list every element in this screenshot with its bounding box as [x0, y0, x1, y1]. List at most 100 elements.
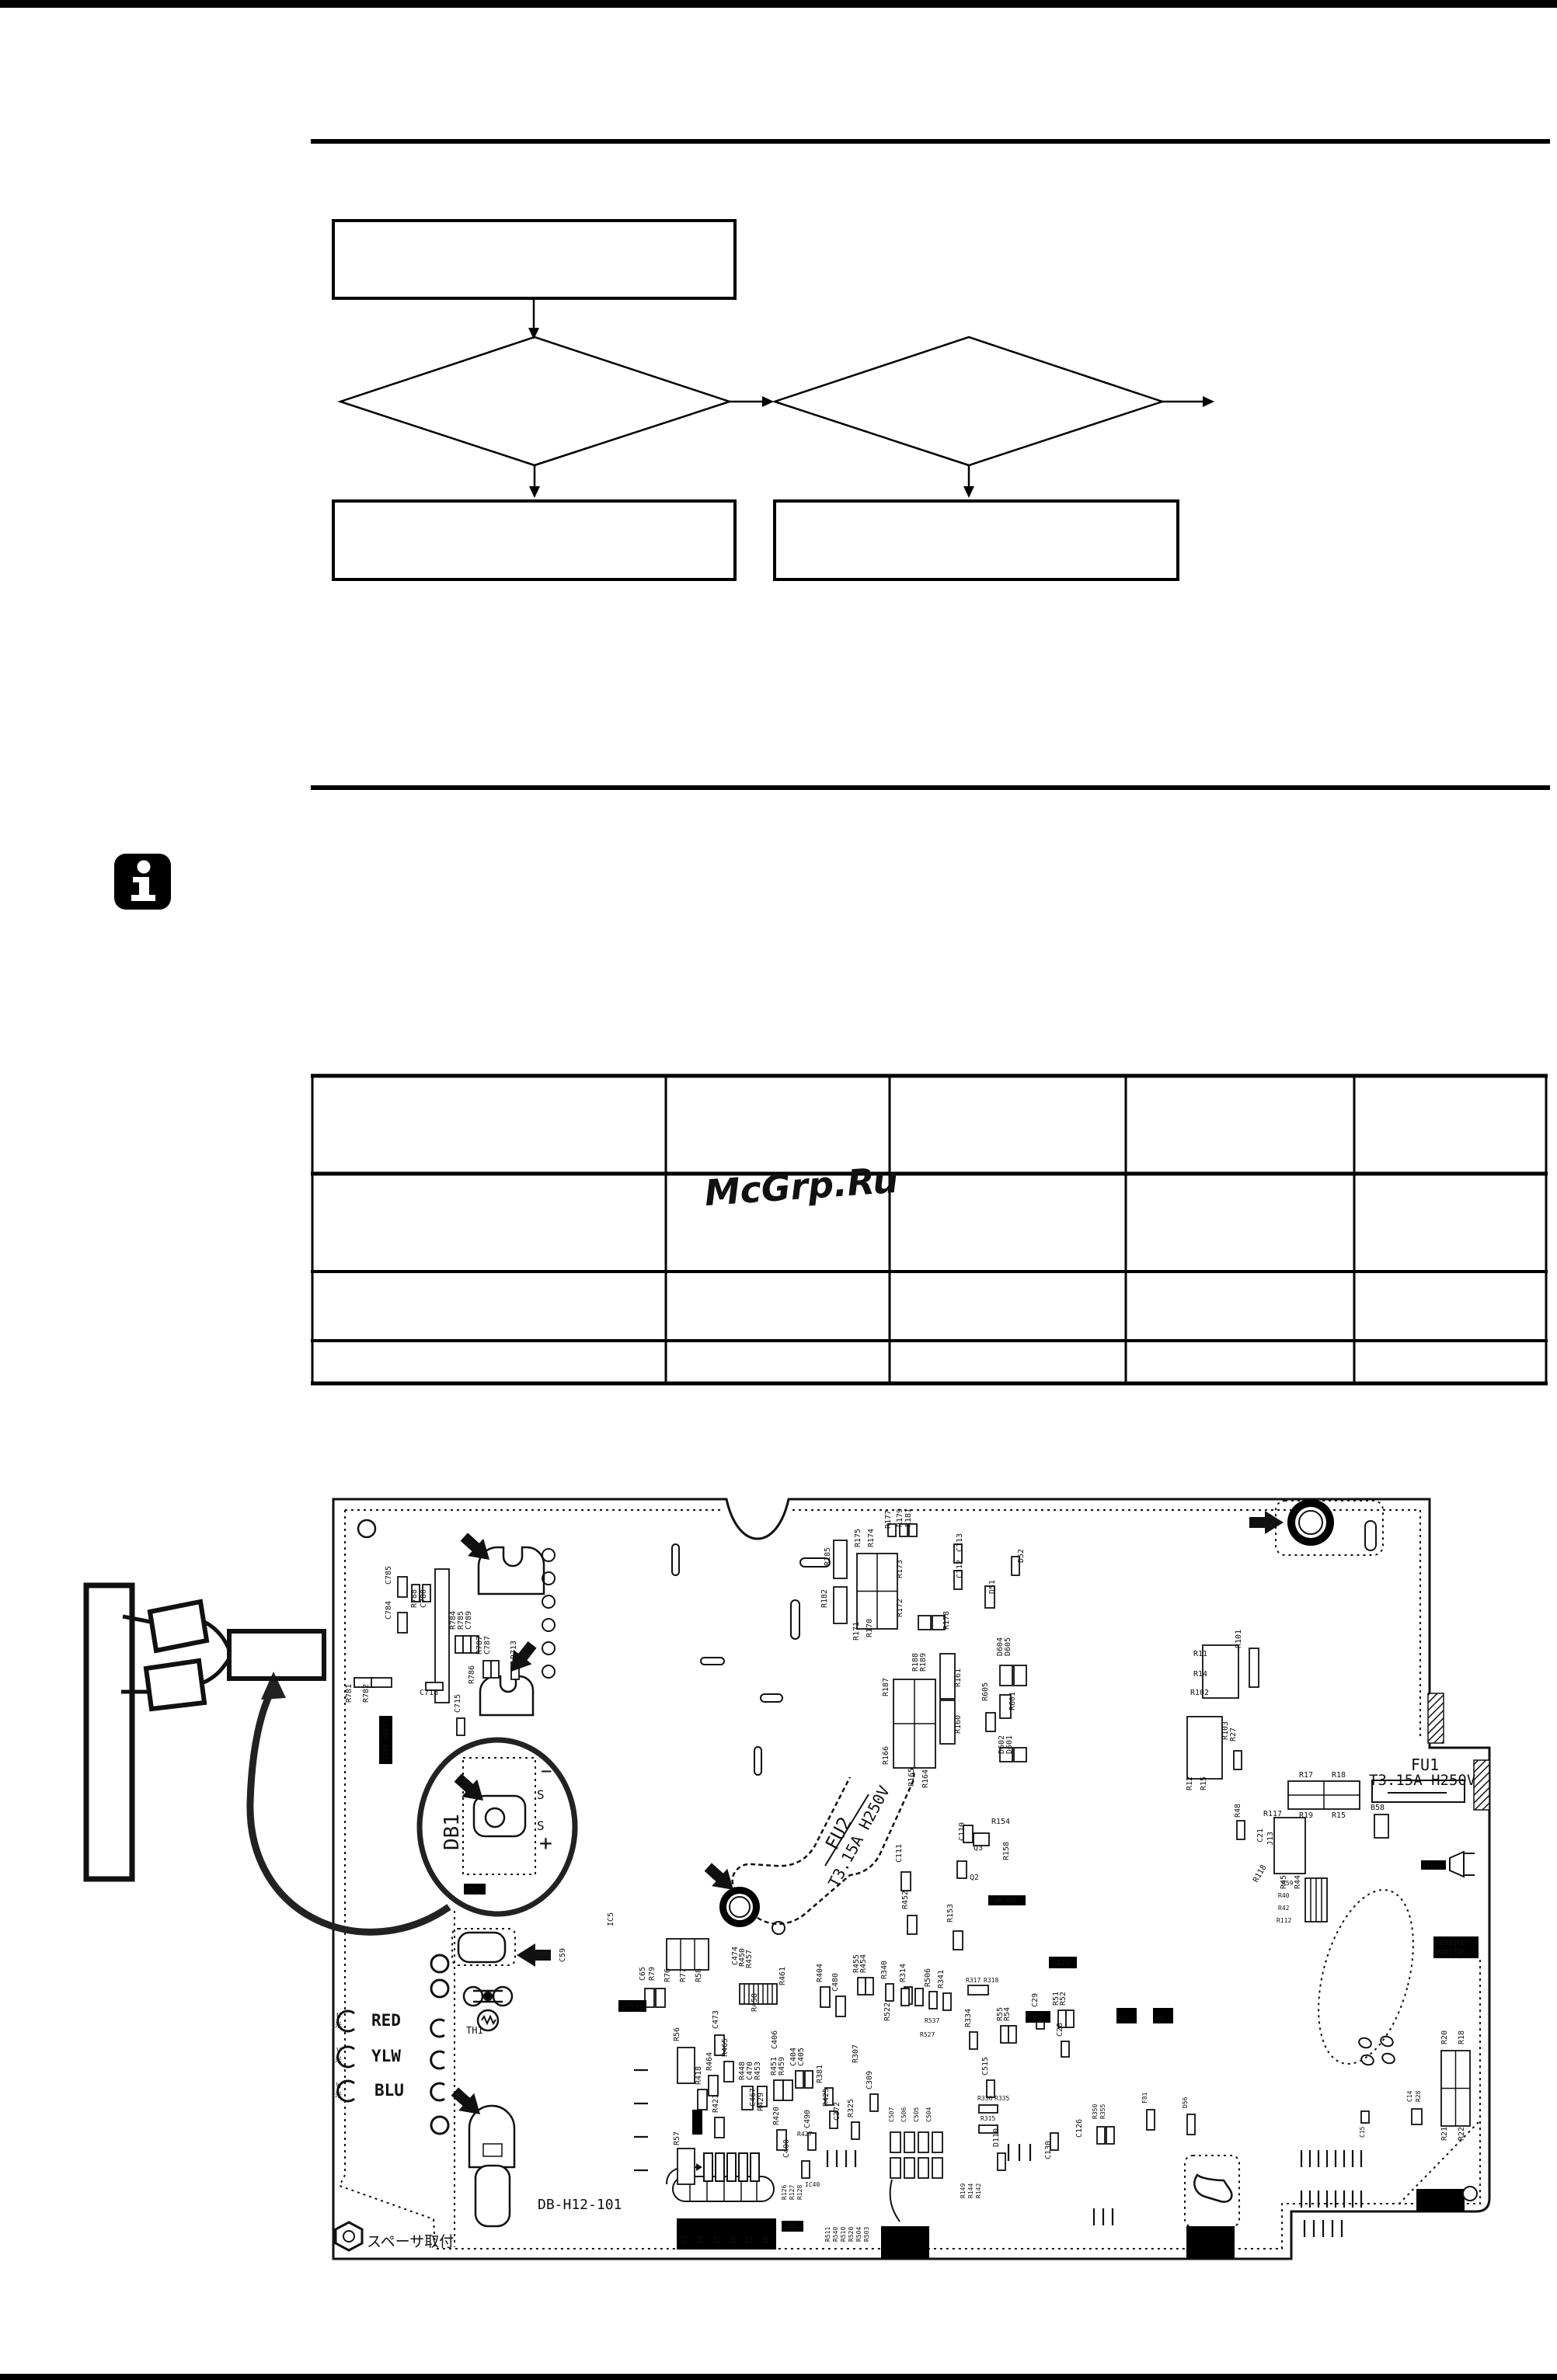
pcb-label: R540	[832, 2227, 839, 2242]
pcb-label: R158	[1002, 1842, 1011, 1860]
pcb-label: C405	[797, 2048, 806, 2066]
pcb-label: C15	[1359, 2126, 1366, 2138]
pcb-label: C480	[831, 1973, 840, 1992]
pcb-label: R450	[738, 1948, 747, 1967]
pcb-label: C507	[888, 2107, 895, 2122]
pcb-label: R177	[884, 1510, 893, 1529]
pcb-label: C785	[385, 1566, 393, 1585]
pcb-label: R786	[468, 1665, 476, 1684]
pcb-label: C113	[956, 1533, 964, 1552]
pcb-label: R522	[883, 2002, 892, 2021]
pcb-label: R44	[1294, 1875, 1302, 1889]
pcb-label: R57	[673, 2131, 681, 2145]
pcb-label: R404	[816, 1964, 824, 1982]
phase-pin-label: U	[336, 2012, 341, 2020]
callout-curved-arrow	[246, 1685, 451, 1936]
pcb-label: R458	[751, 1993, 759, 2012]
pcb-label: C65	[639, 1967, 647, 1981]
pcb-label: C504	[925, 2107, 932, 2122]
down-arrow-icon	[528, 328, 539, 339]
pcb-label: R142	[975, 2183, 982, 2198]
svg-text:S: S	[537, 1818, 545, 1833]
pcb-label: R117	[1263, 1810, 1282, 1818]
pcb-label: R154	[991, 1818, 1010, 1826]
led-horn-icon	[1449, 1850, 1475, 1878]
flowchart-decision-1	[337, 336, 733, 467]
pcb-label: C789	[465, 1611, 473, 1630]
pcb-label: R341	[937, 1970, 946, 1989]
black-arrow-icon	[517, 1943, 551, 1967]
down-arrow-icon	[963, 486, 974, 498]
pcb-label: C505	[913, 2107, 920, 2122]
pcb-badge: LED3	[1423, 1861, 1438, 1868]
pcb-label: C715	[454, 1694, 462, 1713]
pcb-label: R160	[954, 1715, 963, 1734]
pcb-label: R314	[899, 1964, 907, 1982]
pcb-label: J13	[1266, 1832, 1275, 1846]
pcb-label: R51	[1052, 1992, 1061, 2006]
pcb-label: R20	[1440, 2030, 1449, 2044]
wire-pads	[336, 1954, 450, 2135]
pcb-label: D56	[1182, 2096, 1189, 2108]
flowchart-result-box-2	[773, 499, 1179, 581]
pcb-label: R465	[721, 2038, 730, 2057]
pcb-label: R511	[824, 2227, 831, 2242]
pcb-label: R601	[1008, 1692, 1017, 1710]
black-arrow-icon	[1249, 1511, 1284, 1534]
pcb-label: R427	[797, 2131, 812, 2138]
pcb-label: Q3	[974, 1844, 983, 1853]
pcb-label: C28	[1056, 2023, 1064, 2037]
pcb-label: R54	[1003, 2007, 1012, 2021]
spacer-note-label: スペーサ取付	[367, 2233, 454, 2250]
pcb-label: R325	[847, 2099, 855, 2117]
pcb-label: C130	[1044, 2141, 1053, 2159]
pcb-label: R22	[1458, 2127, 1466, 2141]
pcb-label: R58	[695, 1968, 703, 1982]
info-icon	[114, 854, 171, 910]
fuse1-body	[1371, 1780, 1465, 1803]
pcb-label: R787	[475, 1636, 484, 1655]
pcb-label: C126	[1075, 2119, 1084, 2138]
svg-text:−: −	[541, 1760, 552, 1782]
pcb-label: R340	[880, 1961, 889, 1979]
pcb-label: R315	[981, 2115, 995, 2122]
jumper-label: J6	[730, 2236, 738, 2245]
pcb-label: R28	[1415, 2090, 1422, 2102]
pcb-label: IC5	[607, 1912, 615, 1926]
pcb-label: R76	[664, 1968, 672, 1982]
watermark-text: McGrp.Ru	[703, 1159, 900, 1214]
jumper-strip	[677, 2218, 776, 2250]
pcb-label: R118	[1252, 1863, 1269, 1884]
pcb-label: R102	[1190, 1689, 1209, 1697]
jumper-label: J5	[713, 2236, 722, 2245]
pcb-label: C404	[789, 2048, 798, 2066]
pcb-label: R52	[1059, 1992, 1068, 2006]
spacer-hex	[334, 2221, 364, 2252]
ylw-wire-label: YLW	[371, 2047, 401, 2065]
blu-wire-label: BLU	[374, 2081, 404, 2100]
section-rule-middle	[311, 785, 1550, 790]
jumper-label: J8	[762, 2236, 771, 2245]
pcb-label: F81	[1141, 2092, 1148, 2103]
curved-arrow-head-icon	[261, 1672, 286, 1700]
pcb-label: R788	[410, 1589, 419, 1608]
th1-label: TH1	[466, 2025, 483, 2036]
pcb-label: R453	[754, 2062, 762, 2080]
pcb-label: R112	[1277, 1917, 1291, 1924]
pcb-label: R12	[1186, 1776, 1194, 1790]
mains-cord-bar	[83, 1582, 135, 1882]
pcb-label: R527	[920, 2031, 935, 2038]
pcb-label: R335	[994, 2095, 1009, 2102]
pcb-label: R425	[822, 2088, 831, 2107]
spec-table: McGrp.Ru	[311, 1073, 1548, 1386]
db1-label: DB1	[441, 1814, 464, 1850]
pcb-label: R455	[852, 1954, 861, 1973]
pcb-label: R144	[967, 2183, 974, 2198]
pcb-label: C400	[782, 2139, 791, 2158]
pcb-label: R785	[457, 1611, 465, 1630]
pcb-label: R11	[1193, 1650, 1207, 1658]
pcb-label: R510	[840, 2227, 847, 2242]
pcb-label: R101	[1235, 1630, 1243, 1648]
pcb-label: R454	[859, 1954, 868, 1973]
pcb-label: R161	[954, 1668, 963, 1687]
